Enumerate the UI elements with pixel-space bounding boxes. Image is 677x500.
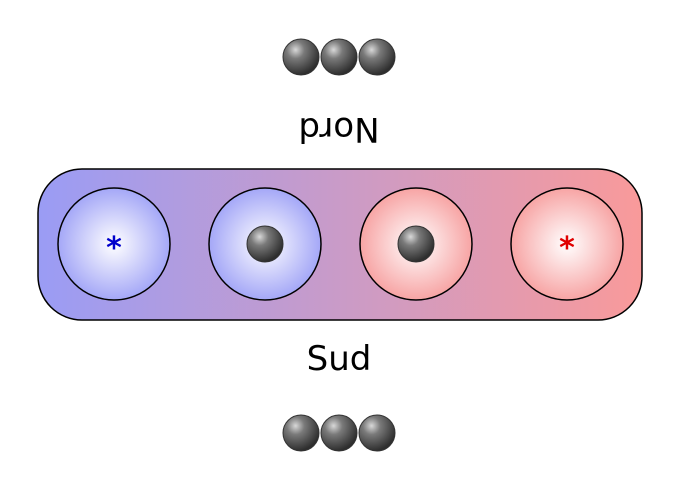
north-label: Nord [298, 109, 379, 149]
pit-circle [510, 187, 624, 301]
south-reserve-ball [282, 414, 320, 452]
north-reserve-ball [282, 38, 320, 76]
south-label: Sud [307, 339, 372, 379]
north-reserve-ball [358, 38, 396, 76]
board [37, 168, 643, 321]
pit-ball [246, 225, 284, 263]
pit-ball [397, 225, 435, 263]
pit-4[interactable]: * [510, 187, 624, 301]
blue-star-icon: * [106, 231, 122, 266]
pit-1[interactable]: * [57, 187, 171, 301]
south-reserve-ball [320, 414, 358, 452]
pit-circle [57, 187, 171, 301]
south-reserve-ball [358, 414, 396, 452]
south-reserve [282, 414, 396, 452]
pit-2[interactable] [208, 187, 322, 301]
north-reserve [282, 38, 396, 76]
north-reserve-ball [320, 38, 358, 76]
red-star-icon: * [559, 231, 575, 266]
pit-3[interactable] [359, 187, 473, 301]
